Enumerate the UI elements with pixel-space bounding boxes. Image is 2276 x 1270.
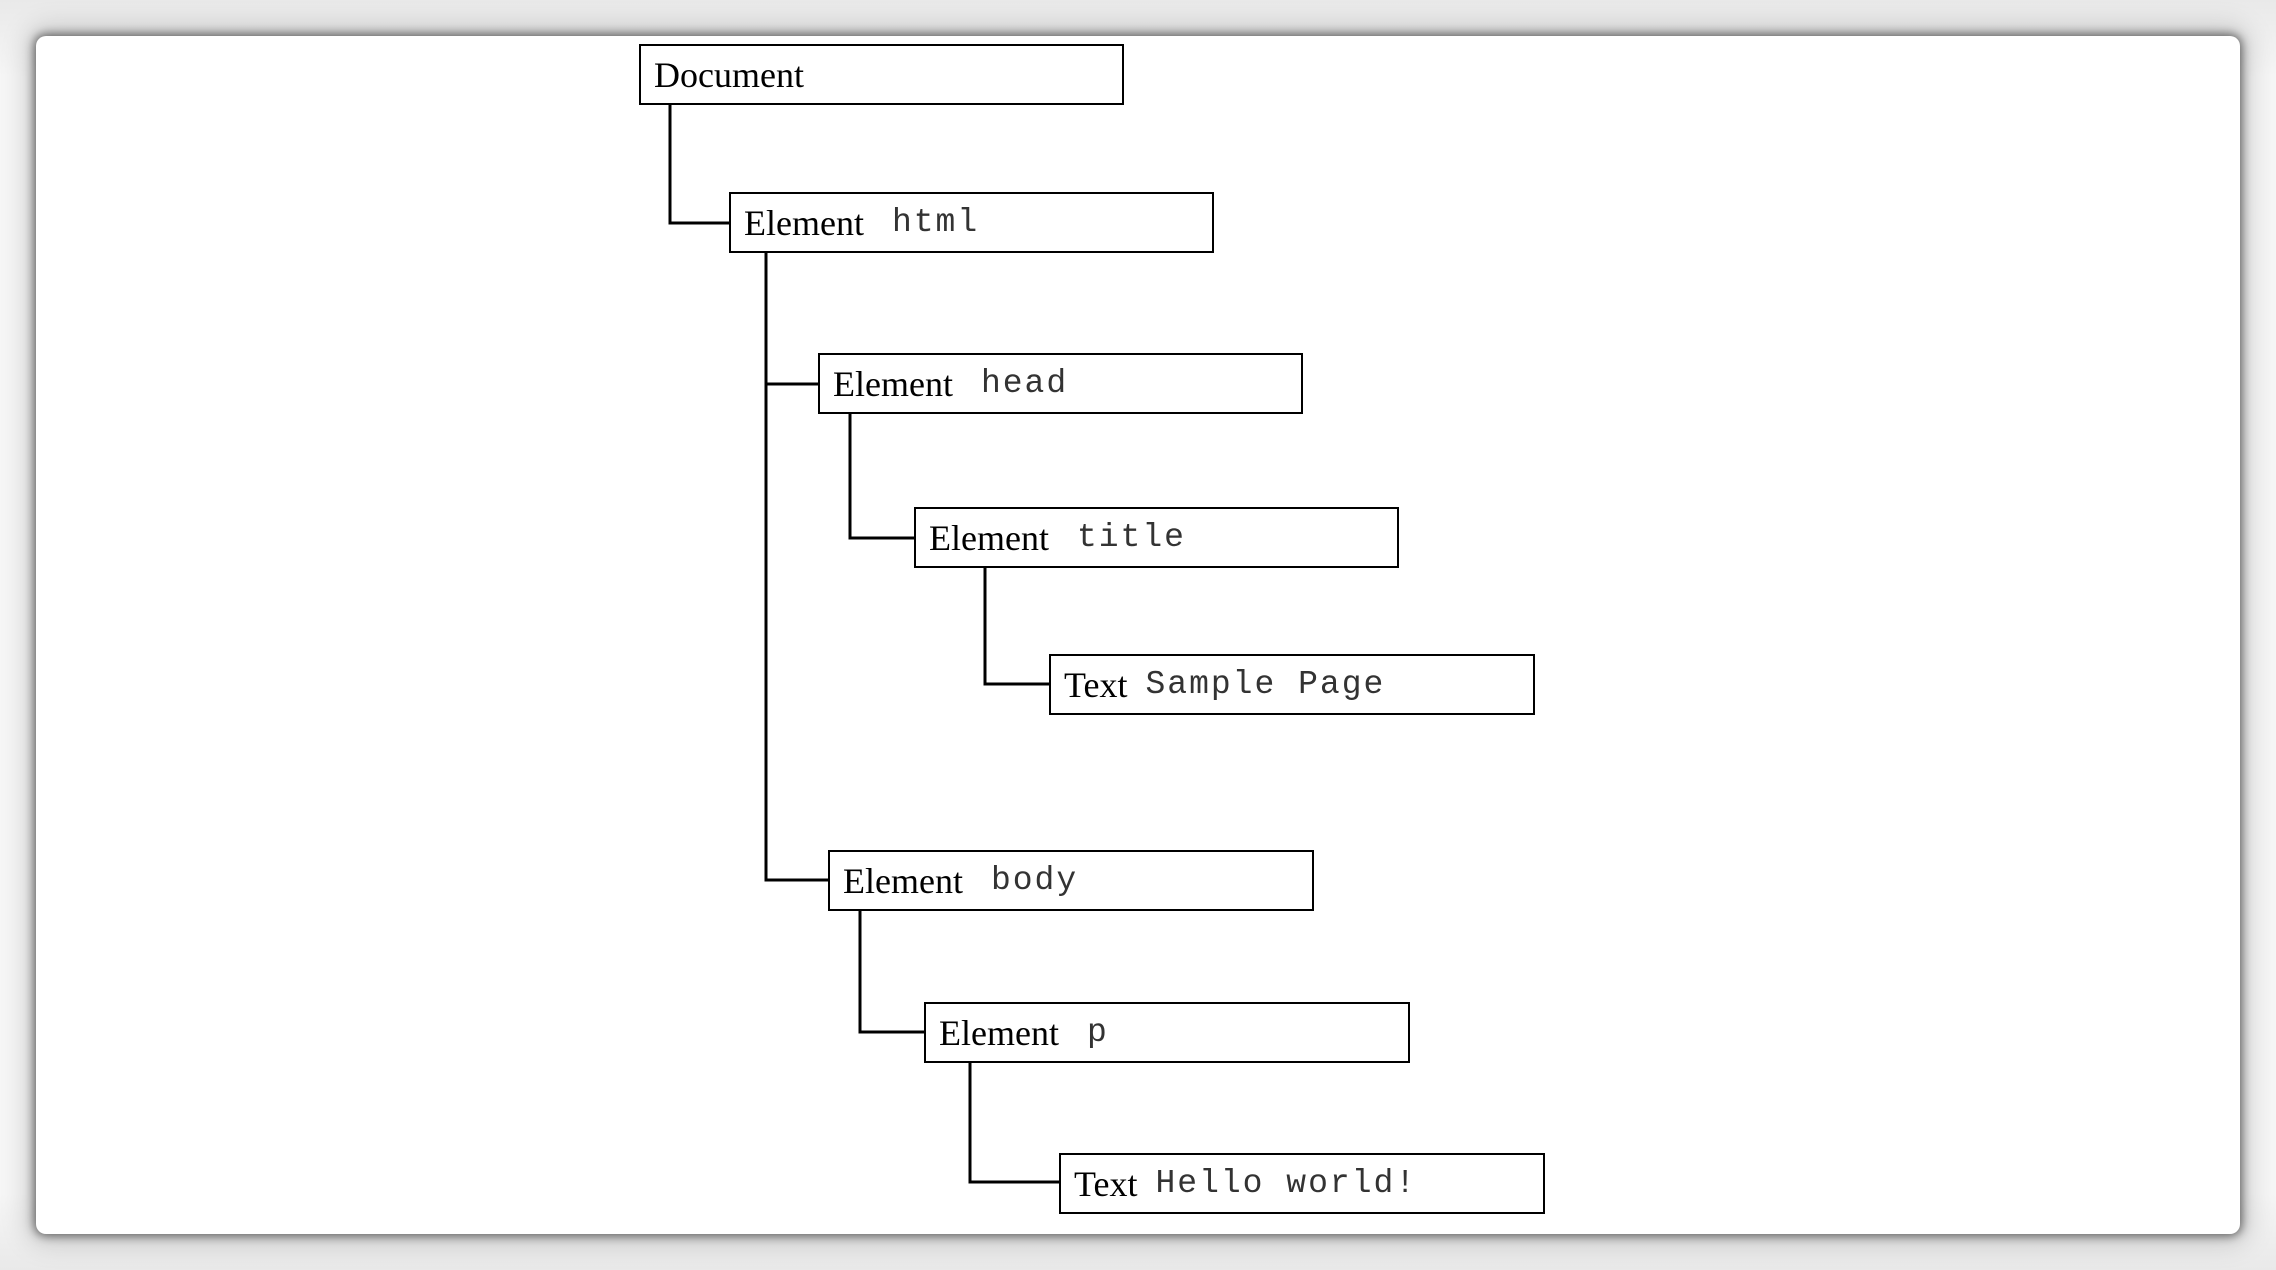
node-element-title: Element title — [914, 507, 1399, 568]
node-value-label: html — [891, 204, 980, 241]
connector-p-text — [968, 1063, 1060, 1184]
node-text-sample-page: Text Sample Page — [1049, 654, 1535, 715]
node-type-label: Document — [654, 54, 804, 95]
node-type-label: Text — [1064, 664, 1128, 705]
node-document: Document — [639, 44, 1124, 105]
node-type-label: Element — [929, 517, 1049, 558]
node-type-label: Element — [843, 860, 963, 901]
node-element-head: Element head — [818, 353, 1303, 414]
node-text-hello-world: Text Hello world! — [1059, 1153, 1545, 1214]
connector-head-title — [848, 414, 915, 540]
node-element-p: Element p — [924, 1002, 1410, 1063]
node-value-label: Sample Page — [1145, 666, 1386, 703]
connector-document-html — [668, 105, 730, 225]
node-value-label: title — [1076, 519, 1186, 556]
connector-body-p — [858, 910, 925, 1034]
connector-title-text — [983, 567, 1050, 686]
node-element-html: Element html — [729, 192, 1214, 253]
node-value-label: p — [1086, 1014, 1109, 1051]
connector-html-trunk — [764, 253, 829, 882]
node-type-label: Text — [1074, 1163, 1138, 1204]
node-value-label: Hello world! — [1155, 1165, 1418, 1202]
node-value-label: body — [990, 862, 1079, 899]
node-type-label: Element — [833, 363, 953, 404]
node-type-label: Element — [939, 1012, 1059, 1053]
node-type-label: Element — [744, 202, 864, 243]
node-value-label: head — [980, 365, 1069, 402]
node-element-body: Element body — [828, 850, 1314, 911]
